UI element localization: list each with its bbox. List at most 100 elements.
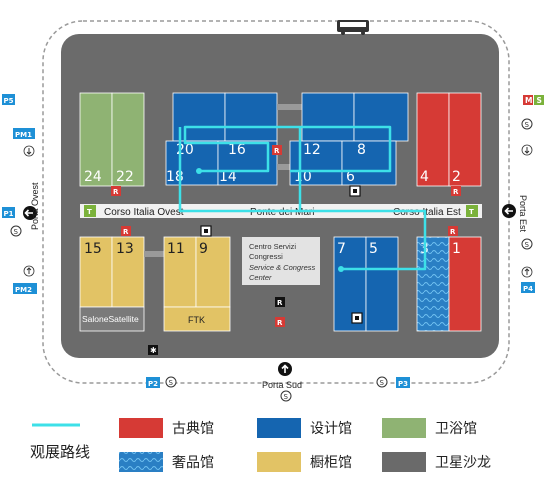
congress-center[interactable] — [242, 237, 320, 285]
hall-7-label: 7 — [337, 241, 346, 257]
svg-text:M: M — [525, 96, 532, 105]
legend-classic-swatch — [119, 418, 163, 438]
tour-route — [178, 125, 427, 271]
porta-est-label: Porta Est — [518, 195, 528, 233]
porta-est-arrow-icon[interactable] — [502, 204, 516, 218]
metro-icon: S — [521, 238, 533, 250]
legend-design-swatch — [257, 418, 301, 438]
metro-icon: S — [376, 376, 388, 388]
parking-p2[interactable]: P2 — [146, 377, 160, 388]
connector — [277, 164, 302, 170]
restaurant-marker[interactable]: R — [111, 186, 121, 196]
service-icon — [351, 312, 363, 324]
svg-text:R: R — [274, 147, 280, 155]
svg-text:P1: P1 — [4, 210, 14, 218]
salone-satellite[interactable] — [79, 306, 145, 332]
porta-ovest-arrow-icon[interactable] — [23, 206, 37, 220]
hall-15[interactable] — [79, 236, 113, 308]
svg-text:S: S — [525, 121, 530, 129]
connector — [277, 104, 302, 110]
svg-text:PM2: PM2 — [15, 286, 32, 294]
svg-text:P3: P3 — [398, 380, 408, 388]
hall-13[interactable] — [111, 236, 145, 308]
route-end-dot — [338, 266, 344, 272]
parking-p1[interactable]: P1 — [2, 207, 15, 218]
hall-1[interactable] — [448, 236, 482, 332]
legend-satellite-label: 卫星沙龙 — [435, 455, 491, 471]
hall-12[interactable] — [301, 92, 355, 142]
route-start-dot — [196, 168, 202, 174]
svg-text:✱: ✱ — [150, 346, 157, 355]
legend-design-label: 设计馆 — [310, 421, 352, 437]
restaurant-marker-dark[interactable]: R — [275, 297, 285, 307]
porta-ovest-label: Porta Ovest — [30, 182, 40, 230]
metro-icon: S — [280, 390, 292, 402]
direction-arrow-icon — [521, 144, 533, 156]
hall-6[interactable] — [341, 140, 397, 186]
centro-line-2: Congressi — [249, 252, 283, 261]
legend-bath-label: 卫浴馆 — [435, 421, 477, 437]
direction-arrow-icon — [23, 265, 35, 277]
hall-16-label: 16 — [228, 142, 246, 158]
metro-icon: S — [521, 118, 533, 130]
parking-pm2[interactable]: PM2 — [13, 283, 37, 294]
metro-icon: S — [10, 225, 22, 237]
legend-luxury-label: 奢品馆 — [172, 455, 214, 471]
hall-15-label: 15 — [84, 241, 102, 257]
legend: 观展路线 古典馆 设计馆 卫浴馆 奢品馆 橱柜馆 卫星沙龙 — [30, 418, 491, 472]
hall-5[interactable] — [365, 236, 399, 332]
svg-text:S: S — [169, 379, 174, 387]
centro-line-3: Service & Congress — [249, 263, 316, 272]
t-marker-east — [466, 205, 478, 217]
svg-text:S: S — [537, 96, 542, 105]
hall-9-label: 9 — [199, 241, 208, 257]
porta-sud-arrow-icon[interactable] — [278, 362, 292, 376]
hall-11-label: 11 — [167, 241, 185, 257]
bus-icon — [337, 20, 369, 35]
hall-20-label: 20 — [176, 142, 194, 158]
parking-p4[interactable]: P4 — [521, 282, 535, 293]
hall-2[interactable] — [448, 92, 482, 187]
hall-16[interactable] — [224, 92, 278, 142]
centro-line-1: Centro Servizi — [249, 242, 296, 251]
legend-luxury-swatch — [119, 452, 163, 472]
medical-icon: ✱ — [148, 345, 158, 355]
hall-22-label: 22 — [116, 169, 134, 185]
hall-22[interactable] — [111, 92, 145, 187]
svg-text:S: S — [525, 241, 530, 249]
svg-text:R: R — [450, 228, 456, 236]
ftk-label: FTK — [188, 315, 205, 325]
legend-classic-label: 古典馆 — [172, 421, 214, 437]
restaurant-marker[interactable]: R — [275, 317, 285, 327]
parking-p3[interactable]: P3 — [396, 377, 410, 388]
restaurant-marker[interactable]: R — [121, 226, 131, 236]
restaurant-marker[interactable]: R — [272, 145, 282, 155]
hall-1-label: 1 — [452, 241, 461, 257]
legend-satellite-swatch — [382, 452, 426, 472]
hall-8[interactable] — [353, 92, 409, 142]
hall-18[interactable] — [165, 140, 219, 186]
ponte-label: Ponte dei Mari — [250, 207, 314, 218]
svg-text:S: S — [380, 379, 385, 387]
hall-4[interactable] — [416, 92, 450, 187]
parking-pm1[interactable]: PM1 — [13, 128, 35, 139]
parking-p5[interactable]: P5 — [2, 94, 15, 105]
ftk-hall[interactable] — [163, 306, 231, 332]
t-marker-east-label: T — [469, 208, 474, 216]
svg-text:R: R — [113, 188, 119, 196]
salone-satellite-label: SaloneSatellite — [82, 314, 139, 324]
restaurant-marker[interactable]: R — [448, 226, 458, 236]
svg-text:S: S — [284, 393, 289, 401]
legend-cabinet-swatch — [257, 452, 301, 472]
svg-text:P4: P4 — [523, 285, 533, 293]
porta-sud-label: Porta Sud — [262, 380, 302, 390]
centro-line-4: Center — [249, 273, 272, 282]
svg-text:R: R — [123, 228, 129, 236]
hall-14-label: 14 — [219, 169, 237, 185]
hall-10-label: 10 — [294, 169, 312, 185]
restaurant-marker[interactable]: R — [451, 186, 461, 196]
hall-9[interactable] — [195, 236, 231, 308]
t-marker-west-label: T — [87, 208, 92, 216]
hall-24-label: 24 — [84, 169, 102, 185]
